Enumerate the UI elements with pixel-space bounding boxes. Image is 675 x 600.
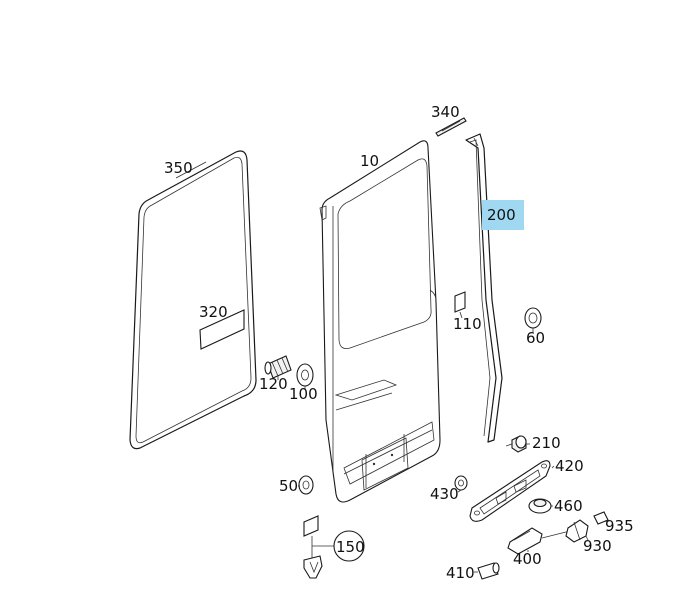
part-100-bumper[interactable] (296, 363, 314, 387)
part-60-grommet[interactable] (524, 307, 542, 329)
part-10-rear-door[interactable] (319, 140, 441, 503)
part-320-label[interactable] (199, 309, 245, 350)
part-935-bulb[interactable] (593, 511, 609, 525)
callout-410[interactable]: 410 (446, 564, 475, 582)
callout-60[interactable]: 60 (526, 329, 545, 347)
part-930-bulb-holder[interactable] (565, 519, 589, 543)
part-120-clip[interactable] (264, 355, 292, 379)
part-460-cap[interactable] (528, 498, 552, 514)
callout-460[interactable]: 460 (554, 497, 583, 515)
callout-50[interactable]: 50 (279, 477, 298, 495)
part-350-window-seal[interactable] (129, 150, 257, 450)
part-340-strip[interactable] (435, 117, 467, 137)
callout-110[interactable]: 110 (453, 315, 482, 333)
callout-320[interactable]: 320 (199, 303, 228, 321)
part-420-handle-bracket[interactable] (469, 460, 551, 522)
callout-200-highlight (482, 200, 524, 230)
part-410-connector[interactable] (477, 562, 500, 580)
callout-200[interactable]: 200 (487, 206, 516, 224)
part-110-pad[interactable] (454, 291, 466, 313)
callout-150-circle (333, 530, 365, 562)
part-150-clip-assembly[interactable] (303, 515, 334, 579)
callout-930[interactable]: 930 (583, 537, 612, 555)
callout-350[interactable]: 350 (164, 159, 193, 177)
callout-10[interactable]: 10 (360, 152, 379, 170)
callout-340[interactable]: 340 (431, 103, 460, 121)
callout-210[interactable]: 210 (532, 434, 561, 452)
part-210-buffer[interactable] (505, 435, 527, 453)
part-50-grommet[interactable] (298, 475, 314, 495)
callout-430[interactable]: 430 (430, 485, 459, 503)
callout-150[interactable]: 150 (336, 538, 365, 556)
leader-lines (277, 311, 607, 573)
callout-420[interactable]: 420 (555, 457, 584, 475)
part-200-door-seal[interactable] (465, 133, 503, 443)
part-400-lamp[interactable] (507, 527, 575, 555)
callout-120[interactable]: 120 (259, 375, 288, 393)
callout-100[interactable]: 100 (289, 385, 318, 403)
callout-400[interactable]: 400 (513, 550, 542, 568)
callout-935[interactable]: 935 (605, 517, 634, 535)
